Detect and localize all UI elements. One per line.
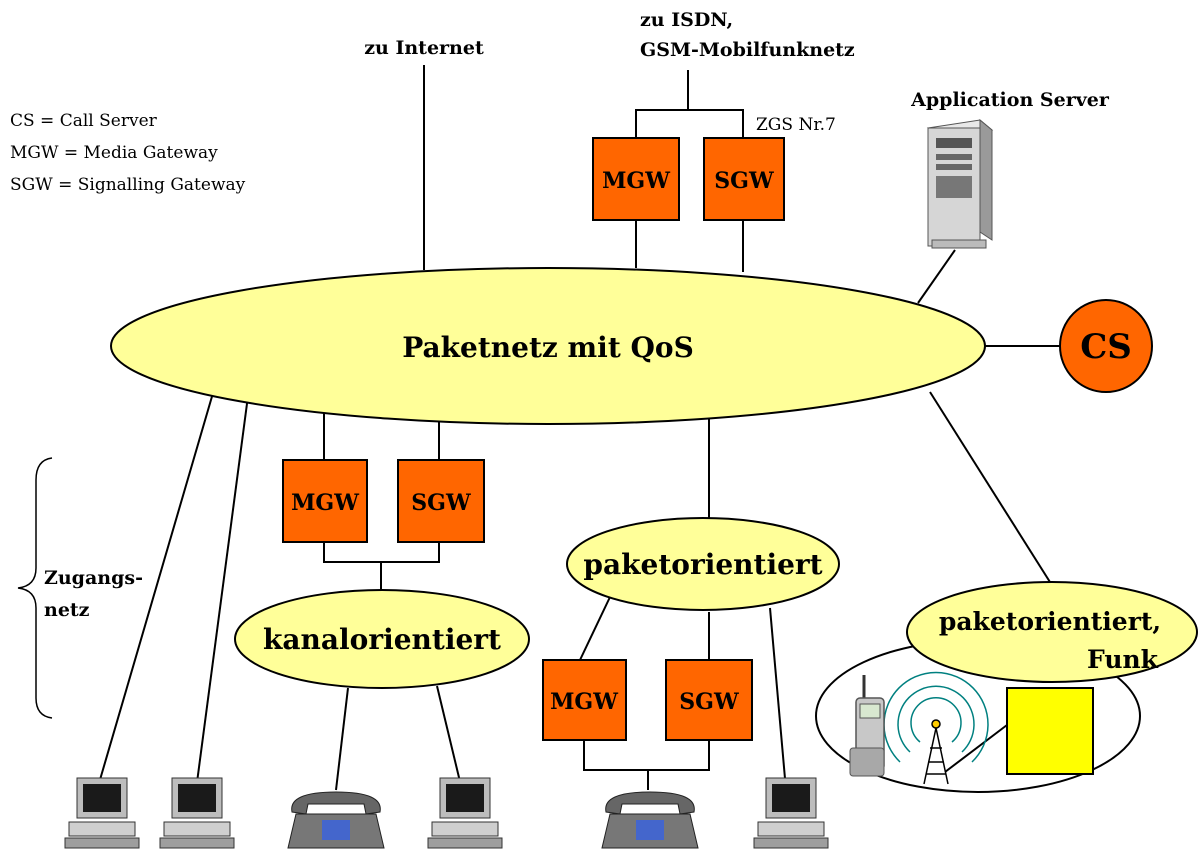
funk-label-line1: paketorientiert, (939, 607, 1161, 636)
zugang-label-line1: Zugangs- (44, 567, 143, 589)
pc2-link (195, 395, 249, 791)
bottom-gw-join (583, 740, 710, 771)
cs-label: CS (1080, 327, 1132, 367)
paket-label: paketorientiert (583, 548, 822, 581)
mid-mgw-box (282, 459, 368, 543)
core-ellipse (110, 267, 986, 425)
isdn-split (635, 109, 744, 138)
kanal-label: kanalorientiert (263, 623, 501, 656)
pc3-link (436, 685, 463, 791)
mobile-phone-icon (849, 675, 885, 777)
bottom-sgw-label: SGW (679, 689, 739, 715)
top-mgw-box (592, 137, 680, 221)
pc-icon (64, 777, 140, 849)
mid-sgw-box (397, 459, 485, 543)
mid-gw-join (323, 542, 440, 563)
kanal-ellipse (234, 589, 530, 689)
legend: CS = Call Server MGW = Media Gateway SGW… (10, 111, 246, 195)
top-sgw-box (703, 137, 785, 221)
pc1-link (96, 392, 214, 791)
connection-lines (96, 65, 1062, 791)
bts-antenna-link (944, 724, 1008, 773)
server-tower-icon (926, 118, 994, 249)
isdn-label-line2: GSM-Mobilfunknetz (640, 39, 855, 61)
zugang-label-line2: netz (44, 599, 90, 621)
kanal-network: kanalorientiert (234, 589, 530, 689)
access-network-brace (17, 457, 53, 719)
zgs-label: ZGS Nr.7 (756, 115, 836, 135)
mid-sgw-label: SGW (411, 490, 471, 516)
funk-ellipse (906, 581, 1198, 683)
top-gateways: MGW SGW (592, 137, 785, 221)
funk-label-line2: Funk (1087, 645, 1159, 674)
pc-icon (159, 777, 235, 849)
internet-label: zu Internet (364, 37, 484, 59)
core-label: Paketnetz mit QoS (402, 331, 694, 364)
paket-ellipse (566, 517, 840, 611)
bottom-gateways: MGW SGW (542, 659, 753, 741)
bottom-mgw-box (542, 659, 627, 741)
base-station-box (1006, 687, 1094, 775)
pc-icon (427, 777, 503, 849)
mid-gateways: MGW SGW (282, 459, 485, 543)
app-server-label: Application Server (910, 89, 1110, 111)
pc4-link (769, 607, 787, 791)
phone1-link (335, 687, 349, 791)
application-server: Application Server (910, 89, 1110, 249)
telephone-icon (601, 791, 699, 849)
paket-mgw-link (579, 596, 611, 661)
paket-network: paketorientiert (566, 517, 840, 611)
isdn-label-line1: zu ISDN, (640, 9, 733, 31)
bottom-sgw-box (665, 659, 753, 741)
core-network: Paketnetz mit QoS (110, 267, 986, 425)
call-server: CS (1059, 299, 1153, 393)
legend-mgw: MGW = Media Gateway (10, 143, 218, 163)
legend-cs: CS = Call Server (10, 111, 158, 131)
mid-mgw-label: MGW (291, 490, 359, 516)
cs-circle (1059, 299, 1153, 393)
pc-icon (753, 777, 829, 849)
legend-sgw: SGW = Signalling Gateway (10, 175, 246, 195)
app-server-link (917, 249, 956, 304)
funk-link (929, 391, 1056, 591)
telephone-icon (287, 791, 385, 849)
top-mgw-label: MGW (602, 168, 670, 194)
radio-access: paketorientiert, Funk (815, 581, 1198, 793)
bottom-mgw-label: MGW (550, 689, 618, 715)
antenna-tower-icon (923, 719, 949, 785)
top-sgw-label: SGW (714, 168, 774, 194)
